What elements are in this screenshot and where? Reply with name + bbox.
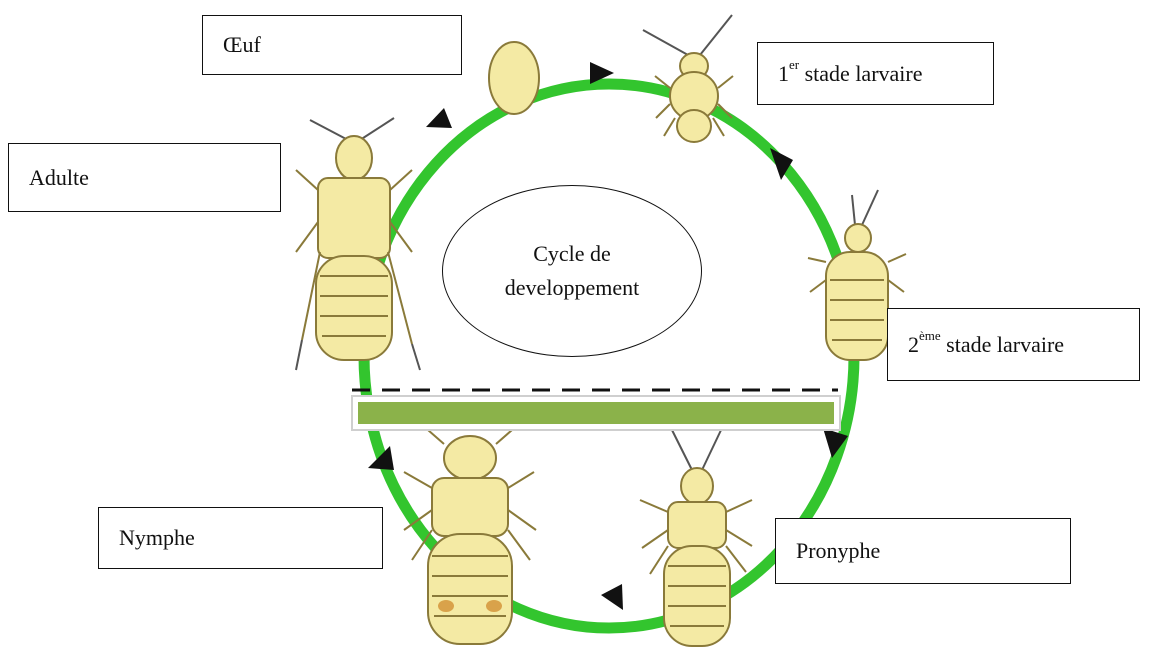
label-larva2-rest: stade larvaire bbox=[941, 332, 1064, 357]
arrow-adult-to-egg bbox=[426, 108, 452, 128]
label-nymph: Nymphe bbox=[98, 507, 383, 569]
cycle-center-title: Cycle de developpement bbox=[442, 185, 702, 357]
pronymph-icon bbox=[640, 428, 752, 646]
label-egg: Œuf bbox=[202, 15, 462, 75]
label-adult: Adulte bbox=[8, 143, 281, 212]
label-adult-text: Adulte bbox=[29, 165, 89, 191]
label-larva2-text: 2ème stade larvaire bbox=[908, 332, 1064, 358]
label-pronymph: Pronyphe bbox=[775, 518, 1071, 584]
label-larva1-number: 1 bbox=[778, 61, 789, 86]
label-nymph-text: Nymphe bbox=[119, 525, 195, 551]
arrow-pronymph-to-nymph bbox=[601, 584, 623, 610]
label-larva2-number: 2 bbox=[908, 332, 919, 357]
label-egg-text: Œuf bbox=[223, 32, 261, 58]
label-larva2-suffix: ème bbox=[919, 328, 941, 343]
egg-icon bbox=[489, 42, 539, 114]
stage-divider-bar bbox=[358, 402, 834, 424]
center-title-line2: developpement bbox=[505, 271, 639, 305]
adult-icon bbox=[296, 118, 420, 370]
center-title-line1: Cycle de bbox=[533, 237, 611, 271]
label-larva1-text: 1er stade larvaire bbox=[778, 61, 922, 87]
label-larva1: 1er stade larvaire bbox=[757, 42, 994, 105]
label-pronymph-text: Pronyphe bbox=[796, 538, 880, 564]
larva1-icon bbox=[643, 15, 733, 142]
label-larva1-rest: stade larvaire bbox=[799, 61, 922, 86]
label-larva2: 2ème stade larvaire bbox=[887, 308, 1140, 381]
label-larva1-suffix: er bbox=[789, 57, 799, 72]
